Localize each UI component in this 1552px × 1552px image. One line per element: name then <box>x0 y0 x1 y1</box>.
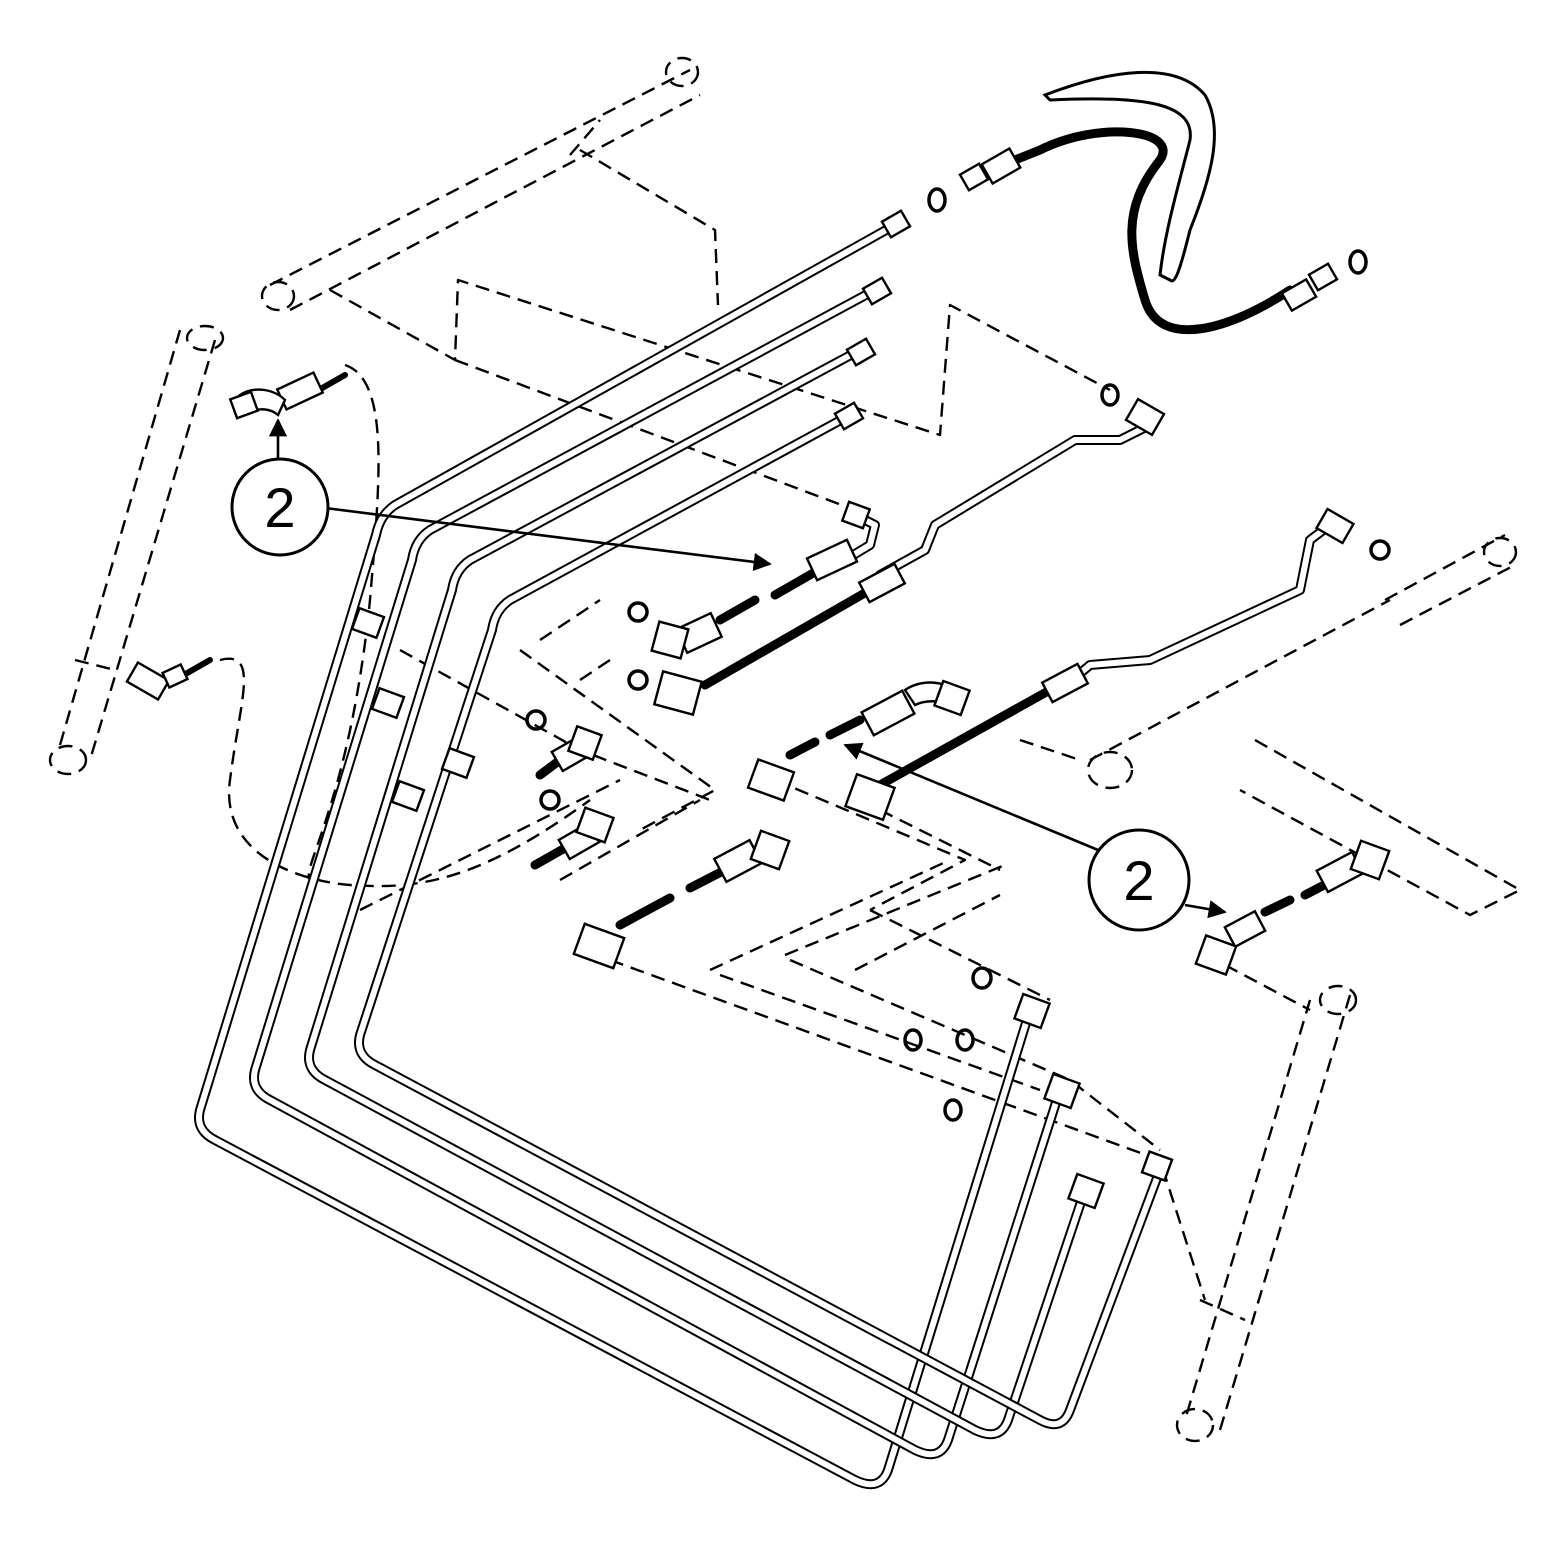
hose-assembly-upper-left <box>228 370 348 420</box>
hose-assembly-center-tee-2 <box>530 789 616 870</box>
callout-2-left: 2 <box>230 418 772 571</box>
callout-circle <box>230 457 330 557</box>
callout-circle <box>1087 828 1191 932</box>
callout-label: 2 <box>1123 849 1154 912</box>
phantom-cylinder-left <box>48 324 225 776</box>
hose-assembly-center-1 <box>627 538 859 660</box>
tube-end-fittings <box>350 209 1356 1210</box>
hose-assembly-center-3 <box>746 679 972 803</box>
o-rings <box>903 383 1391 1122</box>
hose-assembly-center-4 <box>843 662 1090 822</box>
callout-label: 2 <box>264 476 295 539</box>
hose-assembly-center-tee-1 <box>525 709 604 780</box>
phantom-cylinder-right-upper <box>1086 533 1518 790</box>
hose-assembly-left-small <box>125 657 213 702</box>
steel-tubes <box>194 220 1335 1490</box>
hose-assembly-lower-center <box>572 829 791 970</box>
hose-assembly-lower-right <box>1194 839 1391 977</box>
braided-hose-top <box>927 70 1368 335</box>
phantom-cylinder-top <box>260 56 701 312</box>
phantom-cylinder-right-lower <box>1175 984 1358 1443</box>
callout-2-right: 2 <box>843 742 1227 932</box>
hose-assembly-center-2 <box>627 562 907 717</box>
